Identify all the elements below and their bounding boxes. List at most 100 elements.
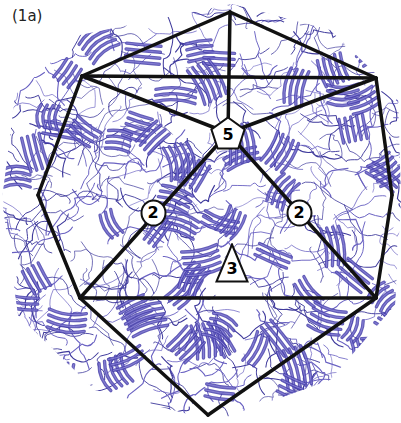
beta-strand-highlight <box>382 365 388 404</box>
coil-strand <box>337 18 378 29</box>
beta-strand-highlight <box>62 363 68 389</box>
coil-strand <box>323 345 365 368</box>
coil-strand <box>11 59 17 103</box>
coil-strand <box>305 29 352 34</box>
beta-strand-highlight <box>321 229 327 267</box>
beta-strand-highlight <box>360 377 363 399</box>
beta-strand-highlight <box>207 384 235 388</box>
beta-strand <box>351 340 354 374</box>
beta-strand-highlight <box>385 299 401 315</box>
coil-strand <box>215 155 227 191</box>
beta-strand <box>368 379 379 410</box>
beta-strand-highlight <box>339 119 344 143</box>
beta-strand <box>49 309 86 315</box>
beta-strand-highlight <box>74 120 97 137</box>
coil-strand <box>59 362 87 418</box>
coil-strand <box>258 0 277 5</box>
beta-strand <box>149 134 169 154</box>
coil-strand <box>215 369 251 387</box>
beta-strand-highlight <box>358 356 382 361</box>
coil-strand <box>287 405 320 423</box>
coil-strand <box>360 8 394 45</box>
beta-strand-highlight <box>113 357 144 371</box>
coil-strand <box>77 191 121 205</box>
beta-strand <box>55 106 60 129</box>
coil-strand <box>163 17 173 78</box>
coil-strand <box>259 376 279 402</box>
beta-strand <box>79 25 105 44</box>
coil-strand <box>78 6 119 22</box>
beta-strand-highlight <box>368 379 379 410</box>
beta-strand-highlight <box>2 172 30 175</box>
coil-strand <box>43 391 59 423</box>
coil-strand <box>87 174 99 202</box>
beta-strand <box>186 40 211 44</box>
coil-strand <box>189 185 215 203</box>
coil-strand <box>170 407 190 423</box>
beta-strand-highlight <box>357 35 386 56</box>
beta-strand <box>49 106 53 129</box>
coil-strand <box>294 31 309 72</box>
twofold-axis-symbol: 2 <box>140 199 167 227</box>
beta-strand-highlight <box>186 40 211 44</box>
coil-strand <box>0 131 11 139</box>
beta-strand <box>231 216 245 239</box>
beta-strand <box>260 244 292 258</box>
beta-strand <box>385 332 401 345</box>
coil-strand <box>393 118 401 167</box>
beta-strand <box>332 0 340 21</box>
coil-strand <box>399 275 401 289</box>
coil-strand <box>366 47 401 68</box>
beta-strand-highlight <box>106 148 129 152</box>
beta-strand-highlight <box>260 244 292 258</box>
coil-strand <box>63 335 96 361</box>
coil-strand <box>347 209 388 218</box>
coil-strand <box>3 202 38 240</box>
coil-strand <box>1 381 29 411</box>
beta-strand-highlight <box>56 362 62 388</box>
beta-strand <box>361 338 385 343</box>
coil-strand <box>363 23 399 50</box>
coil-strand <box>0 337 52 350</box>
beta-strand <box>357 35 386 56</box>
beta-strand <box>107 142 130 146</box>
beta-strand <box>22 272 34 294</box>
coil-strand <box>381 7 401 59</box>
beta-strand <box>111 210 123 233</box>
beta-strand-highlight <box>49 315 86 321</box>
beta-strand-highlight <box>78 115 101 132</box>
coil-strand <box>274 401 297 421</box>
beta-strand-highlight <box>55 106 60 129</box>
beta-strand-highlight <box>54 59 67 77</box>
coil-strand <box>18 325 23 367</box>
coil-strand <box>319 400 355 423</box>
beta-strand-highlight <box>156 88 196 92</box>
beta-strand <box>400 367 401 406</box>
beta-strand-highlight <box>360 344 384 348</box>
beta-strand-highlight <box>68 365 74 391</box>
beta-strand <box>243 332 258 361</box>
coil-strand <box>310 247 324 283</box>
beta-strand <box>357 383 368 414</box>
beta-strand <box>388 337 401 350</box>
coil-strand <box>8 66 17 104</box>
coil-strand <box>344 204 388 239</box>
beta-strand <box>358 356 382 361</box>
beta-strand <box>284 68 291 102</box>
beta-strand-highlight <box>3 293 39 298</box>
beta-strand-highlight <box>359 350 383 355</box>
coil-strand <box>393 329 401 339</box>
coil-strand <box>278 395 323 420</box>
beta-strand <box>43 105 48 128</box>
coil-strand <box>152 369 193 404</box>
coil-strand <box>336 401 384 414</box>
threefold-axis-symbol: 3 <box>215 243 249 283</box>
coil-strand <box>20 307 32 363</box>
beta-strand-highlight <box>304 277 323 300</box>
beta-strand <box>163 148 171 181</box>
beta-strand <box>185 343 204 363</box>
coil-strand <box>50 351 98 362</box>
coil-strand <box>132 247 163 279</box>
coil-strand <box>33 312 41 357</box>
beta-strand-highlight <box>296 71 303 105</box>
